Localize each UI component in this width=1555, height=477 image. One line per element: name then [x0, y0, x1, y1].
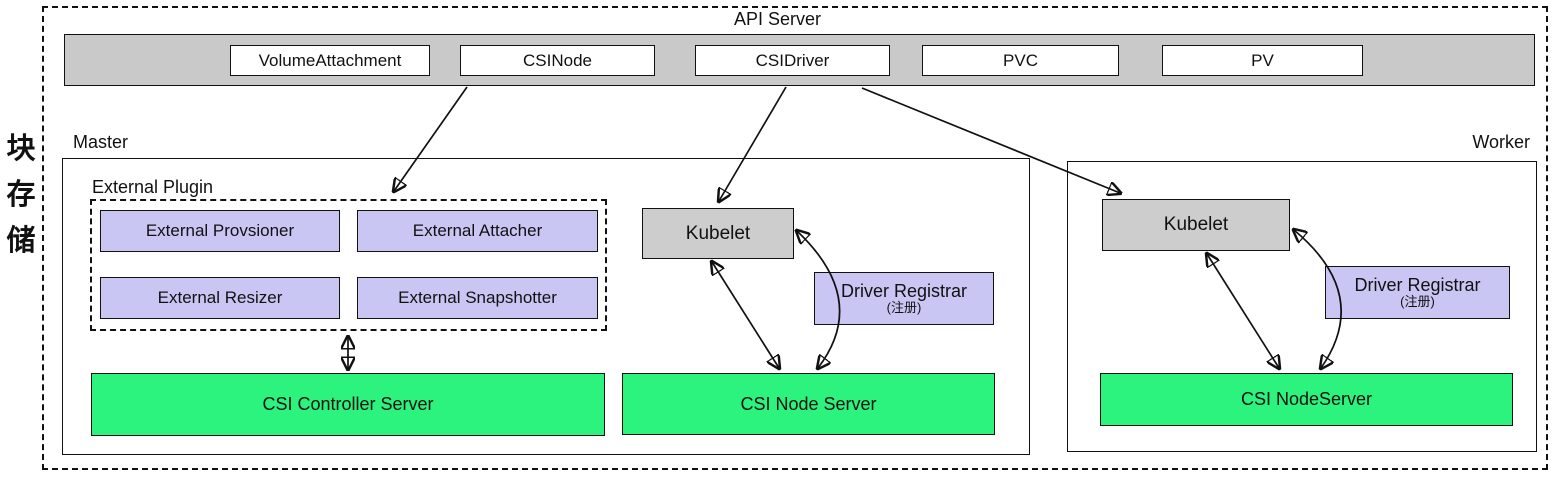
block-storage-label: 块存储: [6, 133, 36, 257]
resource-volumeattachment: VolumeAttachment: [230, 45, 430, 76]
worker-csi-nodeserver-box: CSI NodeServer: [1100, 373, 1513, 426]
master-label: Master: [73, 132, 129, 152]
api-server-title: API Server: [733, 9, 822, 29]
driver-registrar-subtitle: (注册): [1400, 294, 1435, 310]
external-plugin-label: External Plugin: [92, 177, 214, 197]
resource-csidriver: CSIDriver: [695, 45, 890, 76]
driver-registrar-title: Driver Registrar: [1354, 274, 1481, 295]
driver-registrar-title: Driver Registrar: [840, 280, 968, 301]
external-plugin-group: [90, 199, 607, 331]
driver-registrar-subtitle: (注册): [886, 300, 922, 316]
master-kubelet-box: Kubelet: [642, 208, 794, 259]
block-storage-boundary: [42, 6, 1548, 470]
external-attacher-box: External Attacher: [357, 210, 598, 252]
external-snapshotter-box: External Snapshotter: [357, 277, 598, 319]
csi-node-server-box: CSI Node Server: [622, 373, 995, 435]
master-driver-registrar-box: Driver Registrar (注册): [814, 272, 994, 325]
resource-pvc: PVC: [922, 45, 1119, 76]
worker-kubelet-box: Kubelet: [1102, 199, 1290, 251]
resource-csinode: CSINode: [460, 45, 655, 76]
worker-driver-registrar-box: Driver Registrar (注册): [1325, 266, 1510, 319]
worker-label: Worker: [1472, 132, 1530, 152]
external-provisioner-box: External Provsioner: [100, 210, 340, 252]
csi-controller-server-box: CSI Controller Server: [91, 373, 605, 436]
external-resizer-box: External Resizer: [100, 277, 340, 319]
resource-pv: PV: [1162, 45, 1363, 76]
